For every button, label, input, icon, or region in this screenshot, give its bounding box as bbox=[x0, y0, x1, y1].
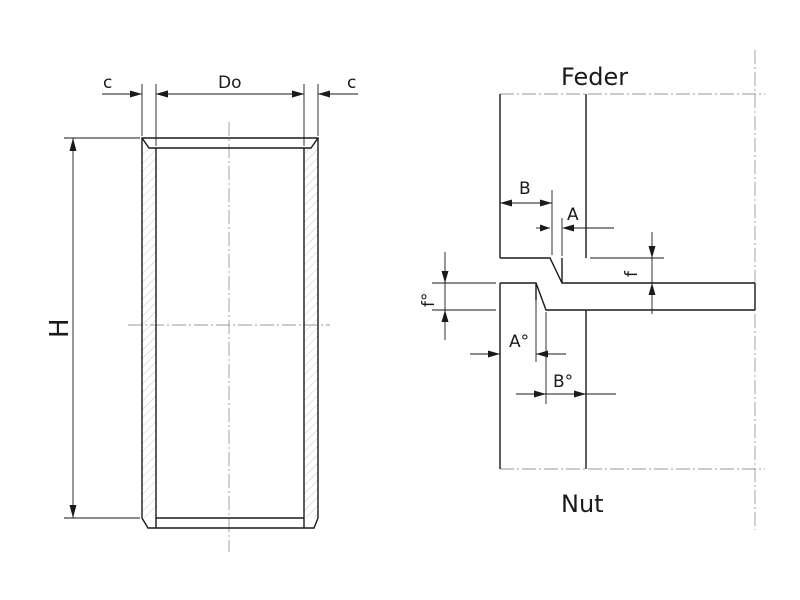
sleeve-left-wall-hatch bbox=[142, 148, 156, 518]
sleeve-top-lip bbox=[141, 137, 319, 149]
dimension-b bbox=[500, 190, 553, 255]
sleeve-outline bbox=[141, 137, 319, 529]
label-b: B bbox=[519, 179, 531, 199]
dimension-b-deg bbox=[516, 312, 616, 404]
label-c-right: c bbox=[347, 73, 356, 93]
nut-groove-profile bbox=[500, 282, 755, 311]
dimension-h bbox=[64, 137, 140, 519]
feder-tongue-profile bbox=[500, 257, 755, 284]
label-f: f bbox=[622, 270, 642, 277]
dimension-f-deg bbox=[432, 252, 496, 340]
joint-detail-view: B A f f° bbox=[419, 50, 765, 530]
dimension-a bbox=[536, 218, 614, 256]
label-b-deg: B° bbox=[553, 372, 573, 392]
sleeve-right-wall-hatch bbox=[304, 148, 318, 518]
label-c-left: c bbox=[103, 73, 112, 93]
sleeve-section-view: c Do c H bbox=[45, 73, 358, 552]
label-f-deg: f° bbox=[419, 293, 439, 308]
label-h: H bbox=[45, 318, 75, 338]
label-feder: Feder bbox=[561, 63, 628, 91]
dimension-a-deg bbox=[470, 300, 566, 362]
label-a: A bbox=[567, 205, 579, 225]
label-do: Do bbox=[218, 73, 242, 93]
label-nut: Nut bbox=[561, 490, 604, 518]
dimension-c-right bbox=[292, 90, 358, 98]
label-a-deg: A° bbox=[509, 332, 529, 352]
dimension-f bbox=[590, 232, 664, 314]
